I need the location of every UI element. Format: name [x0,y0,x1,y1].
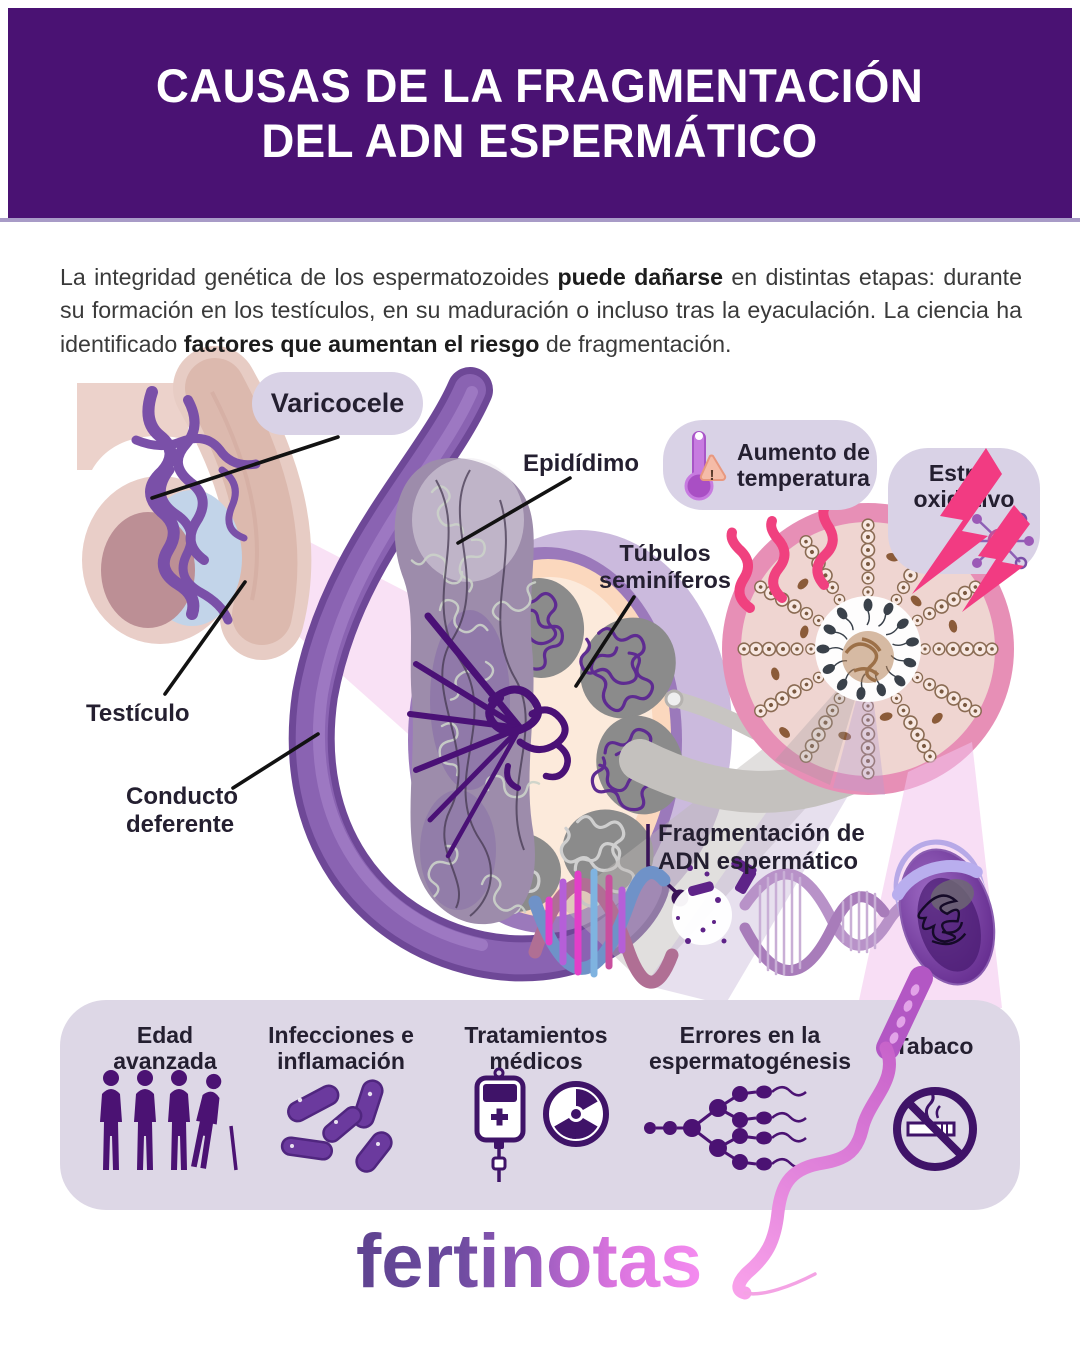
bacteria-icon [280,1079,393,1173]
svg-text:!: ! [710,467,715,484]
factor-label-infecciones: Infecciones e inflamación [268,1022,414,1075]
factor-label-errores: Errores en la espermatogénesis [649,1022,851,1075]
factor-label-tratamientos: Tratamientos médicos [464,1022,608,1075]
iv-bag-radiation-icon [474,1067,609,1182]
intro-text: La integridad genética de los espermatoz… [60,264,558,291]
temperature-label-pill: ! Aumento de temperatura [663,420,877,510]
intro-text-3: de fragmentación. [539,330,732,357]
brand-logo: fertinotas [356,1219,703,1304]
header-underline [0,218,1080,222]
page-title: CAUSAS DE LA FRAGMENTACIÓN DEL ADN ESPER… [156,58,924,167]
varicocele-label-pill: Varicocele [252,372,423,435]
thermometer-warning-icon: ! [684,431,727,501]
radiation-icon [543,1081,609,1147]
aging-people-icon [100,1070,238,1171]
scrotum-varicocele-scene [77,346,312,660]
no-smoking-icon [893,1087,977,1171]
intro-paragraph: La integridad genética de los espermatoz… [60,261,1022,361]
intro-bold-2: factores que aumentan el riesgo [183,330,540,357]
vas-deferens-label: Conducto deferente [126,783,238,838]
oxidative-stress-label: Estrés oxidativo [913,460,1015,513]
epididymis-label: Epidídimo [523,450,639,477]
oxidative-stress-label-pill: Estrés oxidativo [888,448,1040,574]
testicle-label: Testículo [86,700,190,727]
varicocele-label: Varicocele [270,388,405,418]
free-radical-molecule-icon [965,512,1034,570]
factor-label-tabaco: Tabaco [894,1033,974,1059]
intro-text-2: en distintas etapas: durante su formació… [60,264,1022,357]
temperature-label: Aumento de temperatura [737,438,870,491]
iv-bag-icon [474,1067,526,1182]
seminiferous-tubules-label: Túbulos seminíferos [599,540,731,594]
factor-label-edad: Edad avanzada [113,1022,217,1075]
intro-bold-1: puede dañarse [557,264,724,291]
spermatogenesis-branching-icon [644,1085,807,1171]
rete-testis [407,612,571,859]
leader-lines [150,435,636,790]
dna-fragmentation-label: Fragmentación de ADN espermático [658,820,865,875]
header-banner: CAUSAS DE LA FRAGMENTACIÓN DEL ADN ESPER… [8,8,1072,218]
